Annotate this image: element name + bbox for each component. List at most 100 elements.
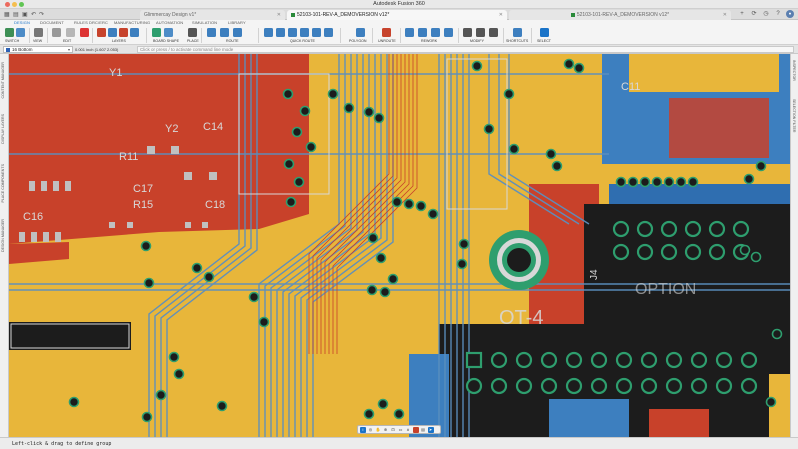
help-icon[interactable]: ? — [776, 11, 780, 17]
route-3-icon[interactable] — [233, 28, 242, 37]
pcb-canvas[interactable]: Y1 Y2 C14 R11 C17 R15 C16 C18 C11 J4 OT-… — [9, 54, 790, 437]
panel-selection-filter[interactable]: SELECTION FILTER — [792, 99, 796, 133]
paste-icon[interactable] — [66, 28, 75, 37]
group-modify-label: MODIFY — [470, 39, 484, 43]
viewport-navbar: i ◎ ✋ ⊕ ⊡ ▭ # ▤ ➤ — [357, 425, 441, 434]
close-icon[interactable]: ✕ — [276, 12, 281, 18]
layers-4-icon[interactable] — [130, 28, 139, 37]
display-icon[interactable]: ▤ — [421, 426, 425, 432]
silk-label-c11: C11 — [621, 81, 640, 93]
separator — [47, 28, 48, 43]
group-place-label: PLACE — [187, 39, 199, 43]
board-shape-2-icon[interactable] — [164, 28, 173, 37]
shortcuts-icon[interactable] — [513, 28, 522, 37]
save-icon[interactable]: ▣ — [22, 12, 28, 18]
silk-label-y2: Y2 — [165, 123, 178, 135]
unroute-icon[interactable] — [382, 28, 391, 37]
quick-route-4-icon[interactable] — [300, 28, 309, 37]
command-line-placeholder: Click or press / to activate command lin… — [140, 47, 234, 52]
rework-icon[interactable] — [405, 28, 414, 37]
panel-inspector[interactable]: INSPECTOR — [792, 60, 796, 81]
tab-rules[interactable]: RULES DRC/ERC — [74, 20, 108, 25]
window-maximize-icon[interactable] — [19, 2, 24, 7]
separator — [92, 28, 93, 43]
tab-active-label-2: 52103-101-REV-A_DEMOVERSION v12* — [576, 12, 670, 18]
group-route-label: ROUTE — [226, 39, 239, 43]
tab-active-board[interactable]: 52103-101-REV-A_DEMOVERSION v12* ✕ — [287, 10, 507, 20]
rework-4-icon[interactable] — [444, 28, 453, 37]
app-menu-icon[interactable]: ▦ — [4, 12, 10, 18]
refresh-icon[interactable]: ⟳ — [751, 11, 757, 17]
left-panel-rail: CONTENT MANAGER DISPLAY LAYERS PLACE COM… — [0, 54, 9, 437]
tab-automation[interactable]: AUTOMATION — [156, 20, 184, 25]
zoom-window-icon[interactable]: ▭ — [398, 426, 403, 432]
redo-icon[interactable]: ↷ — [39, 12, 45, 18]
select-arrow-icon[interactable]: ➤ — [427, 426, 434, 433]
separator — [531, 28, 532, 43]
notifications-icon[interactable]: ◷ — [763, 11, 769, 17]
panel-content-manager[interactable]: CONTENT MANAGER — [1, 62, 5, 99]
command-line-input[interactable]: Click or press / to activate command lin… — [137, 46, 794, 53]
move-icon[interactable] — [463, 28, 472, 37]
pcb-board[interactable]: Y1 Y2 C14 R11 C17 R15 C16 C18 C11 J4 OT-… — [9, 54, 790, 437]
group-quick-route-label: QUICK ROUTE — [290, 39, 315, 43]
avatar[interactable]: ● — [786, 10, 794, 18]
board-shape-icon[interactable] — [152, 28, 161, 37]
quick-route-icon[interactable] — [264, 28, 273, 37]
group-board-shape-label: BOARD SHAPE — [153, 39, 179, 43]
tab-library[interactable]: LIBRARY — [228, 20, 246, 25]
grid-icon[interactable]: # — [406, 426, 410, 432]
zoom-icon[interactable]: ⊕ — [383, 426, 388, 432]
polygon-icon[interactable] — [356, 28, 365, 37]
window-minimize-icon[interactable] — [12, 2, 17, 7]
panel-display-layers[interactable]: DISPLAY LAYERS — [1, 114, 5, 144]
route-icon[interactable] — [207, 28, 216, 37]
grid-icon[interactable] — [34, 28, 43, 37]
layer-color-icon[interactable] — [412, 426, 419, 433]
layers-icon[interactable] — [97, 28, 106, 37]
route-2-icon[interactable] — [220, 28, 229, 37]
switch-2-icon[interactable] — [16, 28, 25, 37]
tab-active-board-duplicate[interactable]: 52103-101-REV-A_DEMOVERSION v12* ✕ — [509, 10, 731, 20]
copy-icon[interactable] — [52, 28, 61, 37]
rework-3-icon[interactable] — [431, 28, 440, 37]
tab-manufacturing[interactable]: MANUFACTURING — [114, 20, 151, 25]
quick-route-3-icon[interactable] — [288, 28, 297, 37]
place-icon[interactable] — [188, 28, 197, 37]
tab-design[interactable]: Glimmercay Design v1* ✕ — [140, 10, 285, 20]
switch-icon[interactable] — [5, 28, 14, 37]
close-icon[interactable]: ✕ — [722, 12, 727, 18]
orbit-icon[interactable]: ◎ — [368, 426, 373, 432]
info-icon[interactable]: i — [360, 426, 366, 433]
tab-simulation[interactable]: SIMULATION — [192, 20, 218, 25]
pan-icon[interactable]: ✋ — [375, 426, 381, 432]
layer-swatch — [6, 48, 10, 52]
rework-2-icon[interactable] — [418, 28, 427, 37]
panel-design-manager[interactable]: DESIGN MANAGER — [1, 219, 5, 252]
quick-route-6-icon[interactable] — [324, 28, 333, 37]
silk-label-r11: R11 — [119, 151, 138, 163]
undo-icon[interactable]: ↶ — [31, 12, 37, 18]
layers-3-icon[interactable] — [119, 28, 128, 37]
panel-place-components[interactable]: PLACE COMPONENTS — [1, 164, 5, 203]
rotate-icon[interactable] — [476, 28, 485, 37]
tab-document[interactable]: DOCUMENT — [40, 20, 64, 25]
delete-icon[interactable] — [80, 28, 89, 37]
chevron-down-icon: ▾ — [67, 47, 70, 52]
quick-route-5-icon[interactable] — [312, 28, 321, 37]
select-arrow-icon[interactable] — [540, 28, 549, 37]
wrench-icon[interactable] — [489, 28, 498, 37]
zoom-fit-icon[interactable]: ⊡ — [391, 426, 395, 432]
add-tab-icon[interactable]: + — [740, 11, 744, 17]
quick-route-2-icon[interactable] — [276, 28, 285, 37]
layer-select[interactable]: 16 Bottom ▾ — [3, 46, 73, 53]
layers-2-icon[interactable] — [108, 28, 117, 37]
right-panel-rail: INSPECTOR SELECTION FILTER — [790, 54, 798, 437]
layer-select-value: 16 Bottom — [12, 47, 33, 52]
silk-label-r15: R15 — [133, 199, 153, 211]
close-icon[interactable]: ✕ — [498, 12, 503, 18]
silk-label-option: OPTION — [635, 281, 696, 298]
window-close-icon[interactable] — [5, 2, 10, 7]
separator — [29, 28, 30, 43]
file-icon[interactable]: ▤ — [13, 12, 19, 18]
